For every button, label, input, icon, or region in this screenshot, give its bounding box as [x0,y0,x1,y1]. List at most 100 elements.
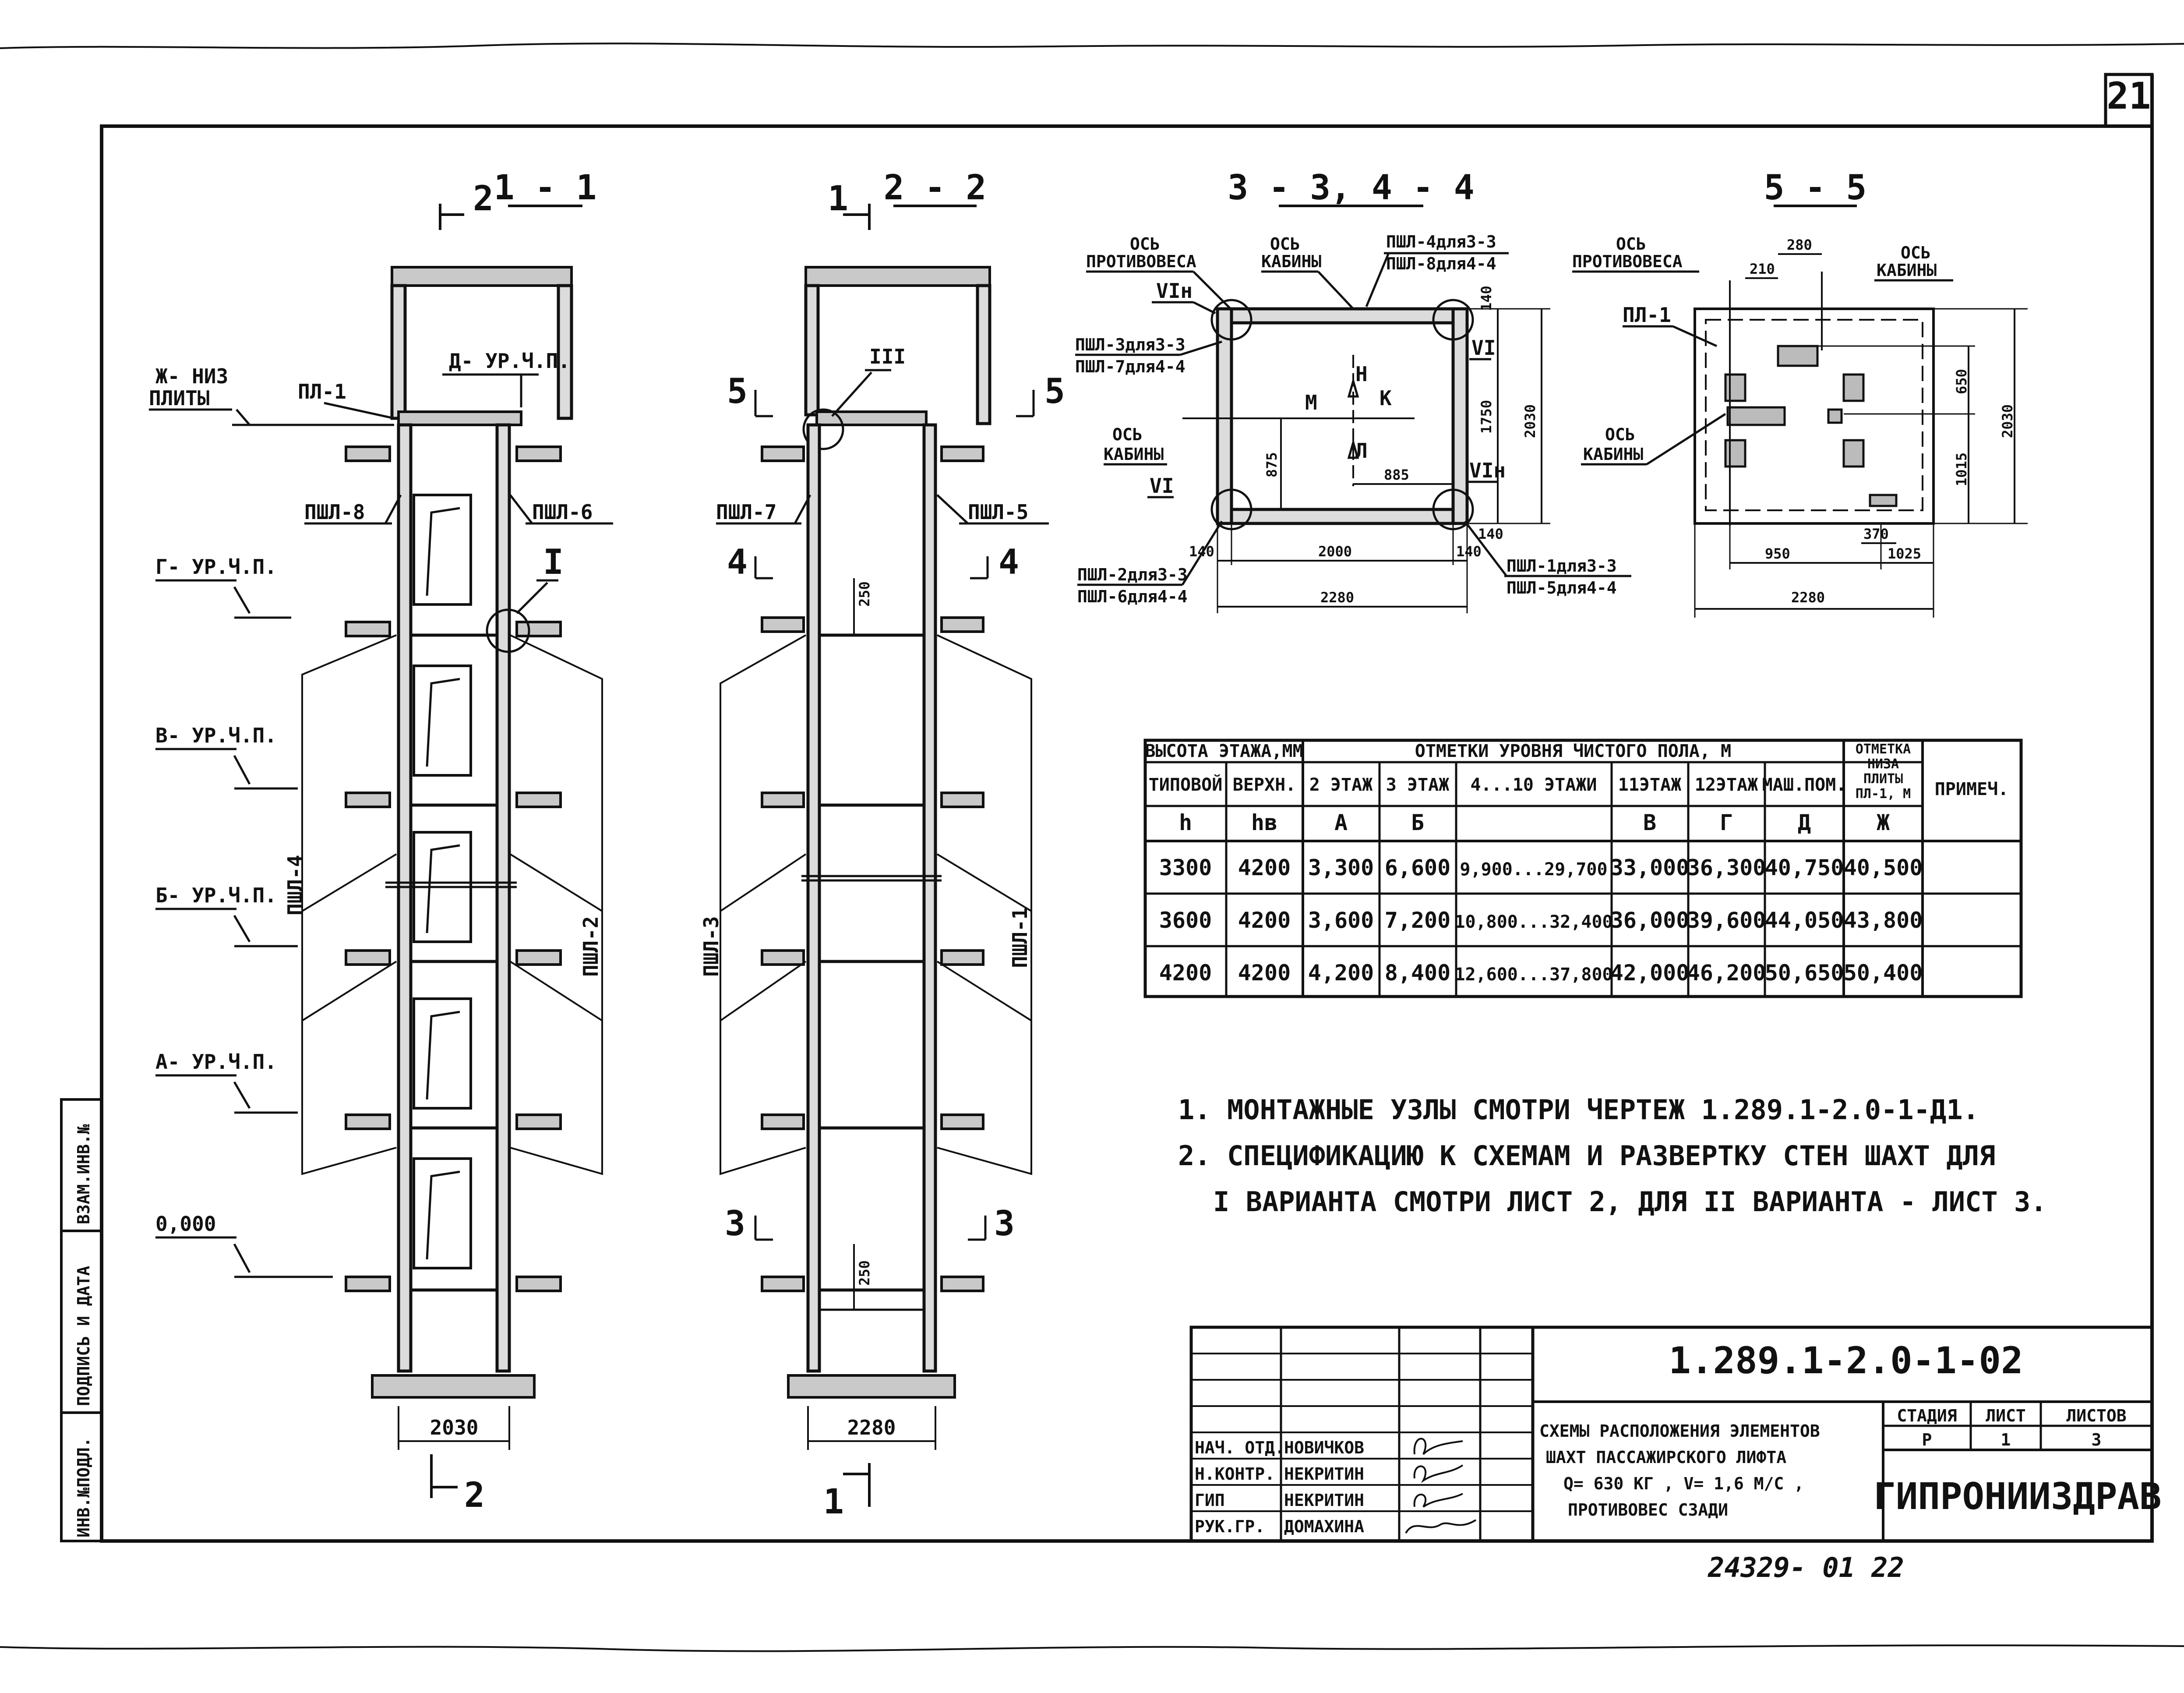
label-pshl6: ПШЛ-6 [532,500,593,524]
table-cell: 50,400 [1844,960,1923,986]
table-cell: 33,000 [1610,855,1690,880]
axis-cw-1: ОСЬ [1130,234,1160,254]
table-row-1: 3300 4200 3,300 6,600 9,900...29,700 33,… [1159,855,1923,880]
dim-1015: 1015 [1953,452,1970,486]
table-cell: 3,600 [1308,908,1374,933]
panel-flap-right [509,634,603,1175]
dim-250-b: 250 [856,1260,873,1286]
shaft-plan-outline [1216,307,1469,525]
shaft-wall-right [495,423,511,1373]
table-cell: 42,000 [1610,960,1690,986]
pl1-5: ПЛ-1 [1623,303,1671,327]
table-cell: 4200 [1238,908,1291,933]
shaft-wall-left [397,423,413,1373]
section-2-2: 2 - 2 1 III 5 5 [699,168,1065,1522]
pshl4-for33: ПШЛ-4для3-3 [1386,232,1496,251]
levels-table: ВЫСОТА ЭТАЖА,ММ ОТМЕТКИ УРОВНЯ ЧИСТОГО П… [1143,739,2023,998]
label-pshl4: ПШЛ-4 [283,855,307,915]
th-fl11: 11ЭТАЖ [1618,775,1682,795]
level-v: В- УР.Ч.П. [155,724,277,747]
doc-code: 1.289.1-2.0-1-02 [1669,1339,2023,1382]
level-b: Б- УР.Ч.П. [155,884,277,907]
drawing-frame [100,124,2154,1543]
table-cell: 10,800...32,400 [1454,912,1612,932]
cut-mark-2-top: 2 [473,179,494,219]
table-cell: 36,000 [1610,908,1690,933]
label-pshl7: ПШЛ-7 [716,500,776,524]
stage-header: СТАДИЯ [1897,1406,1957,1425]
sym-d: Д [1798,810,1811,835]
level-zero: 0,000 [155,1212,216,1236]
shaft2-wall-left [806,423,821,1373]
cut-4a: 4 [727,543,748,582]
th-fl2: 2 ЭТАЖ [1309,775,1373,795]
pshl3-for33: ПШЛ-3для3-3 [1075,335,1185,354]
person-name-2: НЕКРИТИН [1284,1464,1364,1484]
dim-875: 875 [1263,452,1280,477]
cut-3a: 3 [725,1204,745,1244]
node-6-left: VI [1150,474,1174,498]
table-cell: 4200 [1238,855,1291,880]
label-pshl2: ПШЛ-2 [579,916,603,977]
pshl1-for33: ПШЛ-1для3-3 [1507,556,1617,576]
note-1: 1. МОНТАЖНЫЕ УЗЛЫ СМОТРИ ЧЕРТЕЖ 1.289.1-… [1178,1094,1979,1126]
machine-room-slab [391,266,573,287]
table-cell: 4200 [1159,960,1212,986]
table-cell: 3600 [1159,908,1212,933]
person-name-3: НЕКРИТИН [1284,1491,1364,1510]
table-cell: 8,400 [1385,960,1451,986]
cut-mark-1-top: 1 [828,179,848,219]
dim-2280-p: 2280 [1320,589,1354,606]
cut-mark-1-bottom: 1 [823,1482,844,1522]
sheet-header: ЛИСТ [1986,1406,2026,1425]
sheets-value: 3 [2092,1430,2102,1449]
panel-flap-left [301,634,397,1175]
sheets-header: ЛИСТОВ [2066,1406,2126,1425]
dim-370: 370 [1863,526,1889,542]
node-circle-1 [486,608,530,653]
dim-140-b: 140 [1189,543,1214,560]
dim-2-2-width: 2280 [847,1416,896,1439]
sym-zh: Ж [1877,810,1890,835]
table-cell: 4200 [1238,960,1291,986]
label-pshl1: ПШЛ-1 [1008,908,1032,968]
axis-cab-5-1: ОСЬ [1901,243,1931,262]
cut-5a: 5 [727,372,748,411]
label-node-1: I [543,543,564,582]
dim-1-1-width: 2030 [430,1416,479,1439]
th-fl4-10: 4...10 ЭТАЖИ [1471,775,1597,795]
archive-number: 24329- 01 22 [1708,1552,1904,1583]
dim-2000: 2000 [1318,543,1352,560]
node-6h-top: VIн [1156,279,1193,303]
axis-cab-1: ОСЬ [1270,234,1300,254]
table-cell: 40,750 [1765,855,1844,880]
stamp-podpis: ПОДПИСЬ И ДАТА [74,1266,93,1406]
section-5-5-title: 5 - 5 [1764,168,1867,208]
pl1-plan [1694,307,1935,525]
th-note: ПРИМЕЧ. [1935,779,2009,799]
axis-cab-3: ОСЬ [1112,425,1143,444]
sym-h: h [1179,810,1192,835]
notes: 1. МОНТАЖНЫЕ УЗЛЫ СМОТРИ ЧЕРТЕЖ 1.289.1-… [1178,1094,2047,1218]
org-name: ГИПРОНИИЗДРАВ [1874,1475,2161,1518]
desc-4: ПРОТИВОВЕС СЗАДИ [1568,1500,1728,1520]
level-zh-2: ПЛИТЫ [149,386,209,410]
scan-edge-bottom [0,1644,2184,1652]
note-2: 2. СПЕЦИФИКАЦИЮ К СХЕМАМ И РАЗВЕРТКУ СТЕ… [1178,1140,1995,1172]
table-cell: 3,300 [1308,855,1374,880]
label-pshl3: ПШЛ-3 [699,916,723,977]
person-role-2: Н.КОНТР. [1195,1464,1275,1484]
panel-flap-left-2 [720,634,807,1175]
dim-140-d: 140 [1478,526,1503,542]
person-role-1: НАЧ. ОТД. [1195,1438,1285,1457]
label-pshl8: ПШЛ-8 [304,500,365,524]
title-block: НАЧ. ОТД. НОВИЧКОВ Н.КОНТР. НЕКРИТИН ГИП… [1189,1325,2162,1543]
label-pshl5: ПШЛ-5 [968,500,1028,524]
axis-cw-2: ПРОТИВОВЕСА [1086,252,1196,271]
lbl-m: М [1305,391,1317,414]
desc-2: ШАХТ ПАССАЖИРСКОГО ЛИФТА [1546,1448,1786,1467]
axis-cab-5-4: КАБИНЫ [1583,445,1643,464]
pshl7-for44: ПШЛ-7для4-4 [1075,357,1185,376]
label-node-3: III [869,345,906,368]
machine-room-wall-left [390,284,407,420]
